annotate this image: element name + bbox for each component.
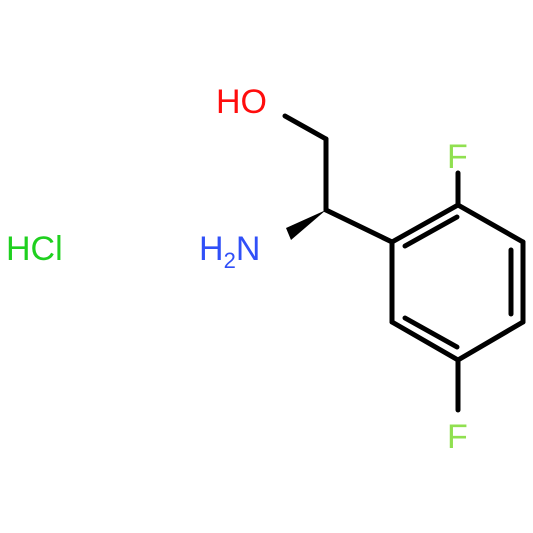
ring-bond-c4-c5: [455, 319, 526, 363]
atom-label-fluorine-bottom: F: [447, 418, 468, 456]
ring-double-c1-c2: [402, 214, 460, 249]
atom-label-layer: HO H2N F F HCl: [6, 83, 468, 456]
amine-n: N: [236, 230, 261, 268]
amine-h: H: [199, 230, 224, 268]
wedge-bond-chiral-nh2: [286, 210, 326, 240]
bond-o-ch2: [282, 113, 329, 142]
ring-bond-c2-c3: [455, 202, 526, 245]
bond-chiral-ring: [323, 207, 395, 245]
ring-bond-c1-c2: [389, 202, 461, 245]
atom-label-fluorine-top: F: [447, 138, 468, 176]
atom-label-hydroxyl: HO: [216, 83, 267, 121]
salt-label-hcl: HCl: [6, 230, 63, 268]
ring-bond-c5-c6: [389, 319, 461, 363]
bond-layer: [282, 113, 526, 413]
amine-subscript: 2: [224, 248, 236, 273]
atom-label-amine: H2N: [199, 230, 260, 273]
ring-double-c5-c6: [402, 315, 460, 350]
